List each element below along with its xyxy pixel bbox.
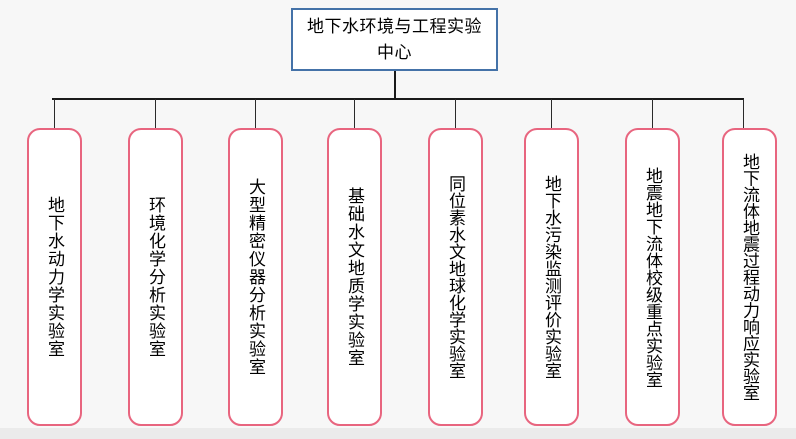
root-node-label: 地下水环境与工程实验中心 xyxy=(307,16,482,63)
root-node[interactable]: 地下水环境与工程实验中心 xyxy=(291,8,498,71)
connector-drop-2 xyxy=(155,99,156,129)
leaf-node-2[interactable]: 环境化学分析实验室 xyxy=(128,128,183,426)
leaf-node-4-label: 基础水文地质学实验室 xyxy=(344,187,364,367)
leaf-node-2-label: 环境化学分析实验室 xyxy=(145,196,165,358)
leaf-node-1-label: 地下水动力学实验室 xyxy=(44,196,64,358)
connector-drop-8 xyxy=(743,99,744,129)
connector-drop-4 xyxy=(354,99,355,129)
leaf-node-5-label: 同位素水文地球化学实验室 xyxy=(445,175,465,379)
leaf-node-3[interactable]: 大型精密仪器分析实验室 xyxy=(228,128,283,426)
footer-band xyxy=(0,428,796,439)
leaf-node-8[interactable]: 地下流体地震过程动力响应实验室 xyxy=(722,128,777,426)
leaf-node-4[interactable]: 基础水文地质学实验室 xyxy=(327,128,382,426)
leaf-node-5[interactable]: 同位素水文地球化学实验室 xyxy=(428,128,483,426)
leaf-node-7[interactable]: 地震地下流体校级重点实验室 xyxy=(625,128,680,426)
connector-drop-3 xyxy=(255,99,256,129)
leaf-node-6[interactable]: 地下水污染监测评价实验室 xyxy=(524,128,579,426)
leaf-node-3-label: 大型精密仪器分析实验室 xyxy=(245,178,265,376)
leaf-node-7-label: 地震地下流体校级重点实验室 xyxy=(642,166,662,388)
connector-root-stem xyxy=(394,71,396,100)
leaf-node-8-label: 地下流体地震过程动力响应实验室 xyxy=(739,153,759,401)
connector-drop-5 xyxy=(455,99,456,129)
leaf-node-1[interactable]: 地下水动力学实验室 xyxy=(27,128,82,426)
connector-horizontal-bus xyxy=(52,98,744,100)
connector-drop-7 xyxy=(652,99,653,129)
connector-drop-1 xyxy=(54,99,55,129)
leaf-node-6-label: 地下水污染监测评价实验室 xyxy=(541,175,561,379)
connector-drop-6 xyxy=(551,99,552,129)
